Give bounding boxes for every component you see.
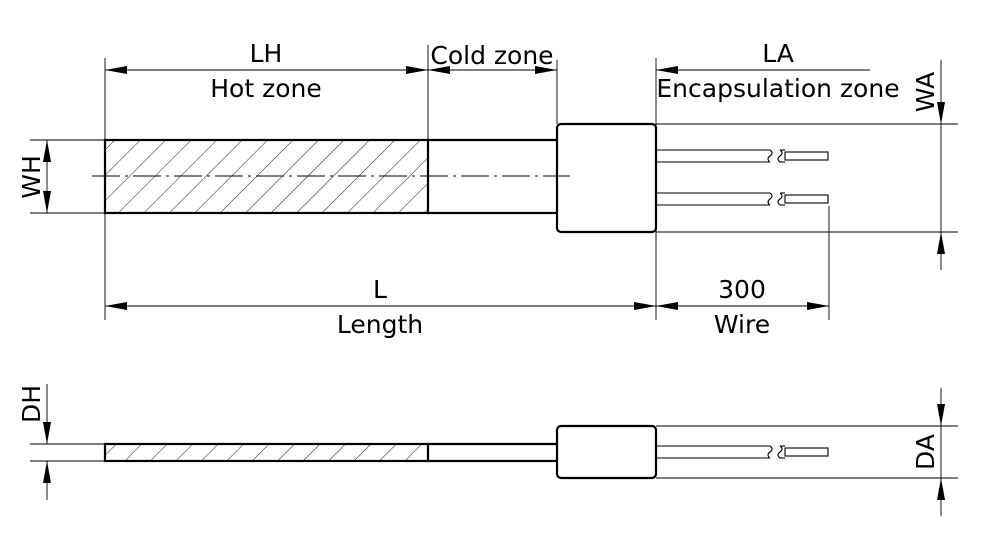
encapsulation-block bbox=[555, 122, 658, 234]
side-wire bbox=[656, 445, 829, 459]
cold-zone-label: Cold zone bbox=[430, 41, 553, 70]
top-view bbox=[92, 122, 829, 234]
top-dimensions: LH Hot zone Cold zone LA Encapsulation z… bbox=[17, 39, 958, 339]
dh-label: DH bbox=[17, 385, 46, 423]
wh-label: WH bbox=[17, 155, 46, 199]
wa-label: WA bbox=[911, 72, 940, 112]
lh-label: LH bbox=[250, 39, 283, 68]
wire-1 bbox=[656, 149, 829, 163]
side-dimensions: DH DA bbox=[17, 384, 958, 516]
hot-zone-hatching bbox=[105, 140, 428, 213]
side-hot-zone-body bbox=[103, 442, 430, 463]
wire-2 bbox=[656, 192, 829, 206]
hot-zone-label: Hot zone bbox=[210, 74, 322, 103]
wire-label: Wire bbox=[714, 310, 770, 339]
wire-length-value: 300 bbox=[718, 275, 766, 304]
la-label: LA bbox=[762, 39, 794, 68]
side-view bbox=[103, 424, 829, 480]
da-label: DA bbox=[911, 434, 940, 470]
l-label: L bbox=[373, 275, 387, 304]
side-encapsulation-block bbox=[555, 424, 658, 480]
encapsulation-zone-label: Encapsulation zone bbox=[656, 74, 899, 103]
length-label: Length bbox=[337, 310, 423, 339]
side-hot-zone-hatching bbox=[105, 444, 428, 461]
